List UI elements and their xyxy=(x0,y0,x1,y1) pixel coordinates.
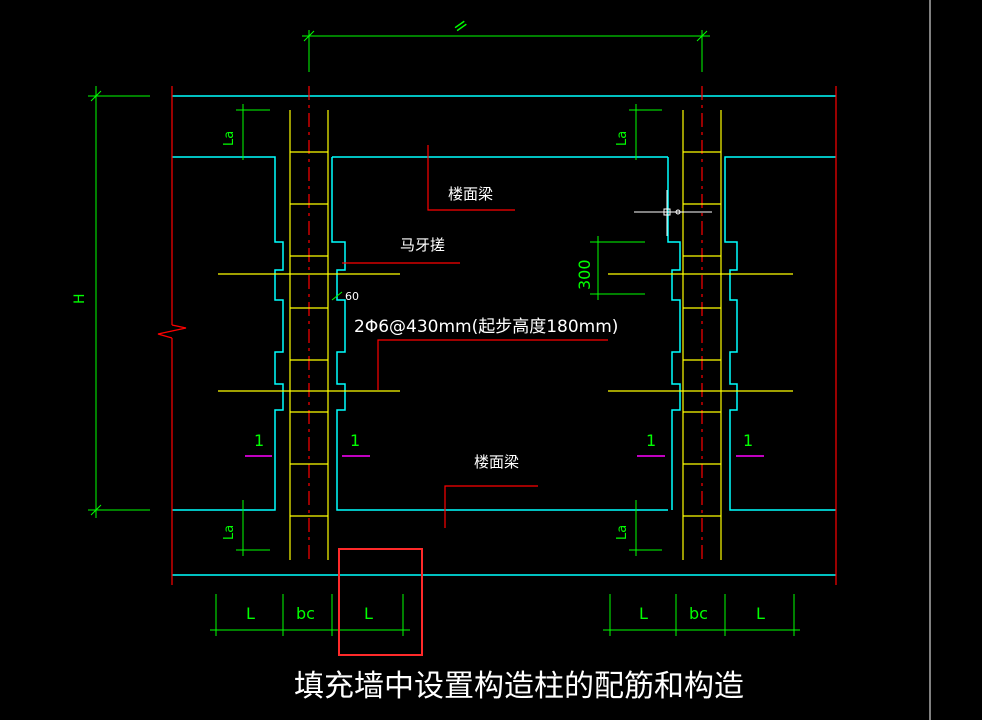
label-offset-60: 60 xyxy=(345,290,359,303)
section-mark-1: 1 xyxy=(254,431,264,450)
label-rebar-spec: 2Φ6@430mm(起步高度180mm) xyxy=(354,317,618,337)
drawing-title: 填充墙中设置构造柱的配筋和构造 xyxy=(294,669,744,704)
label-equal-mark: = xyxy=(449,13,473,39)
dim-L-3: L xyxy=(639,604,648,623)
dim-bc-2: bc xyxy=(689,604,708,623)
dim-la-top-left: La xyxy=(222,131,237,146)
section-mark-4: 1 xyxy=(743,431,753,450)
section-mark-2: 1 xyxy=(350,431,360,450)
dim-la-top-right: La xyxy=(615,131,630,146)
dim-la-bottom-right: La xyxy=(615,525,630,540)
crosshair-cursor xyxy=(634,190,712,236)
rebar xyxy=(218,110,793,560)
section-mark-3: 1 xyxy=(646,431,656,450)
dim-H: H xyxy=(72,293,88,304)
axis-lines xyxy=(157,86,837,585)
dim-L-2: L xyxy=(364,604,373,623)
label-toothed-joint: 马牙搓 xyxy=(400,236,445,254)
highlight-box xyxy=(338,548,423,656)
label-floor-beam-top: 楼面梁 xyxy=(448,185,493,203)
dim-bc-1: bc xyxy=(296,604,315,623)
dim-L-1: L xyxy=(246,604,255,623)
dim-la-bottom-left: La xyxy=(222,525,237,540)
wall-outline xyxy=(172,95,836,576)
dimensions xyxy=(88,30,800,636)
label-floor-beam-bottom: 楼面梁 xyxy=(474,453,519,471)
dim-L-4: L xyxy=(756,604,765,623)
dim-300: 300 xyxy=(575,259,594,290)
